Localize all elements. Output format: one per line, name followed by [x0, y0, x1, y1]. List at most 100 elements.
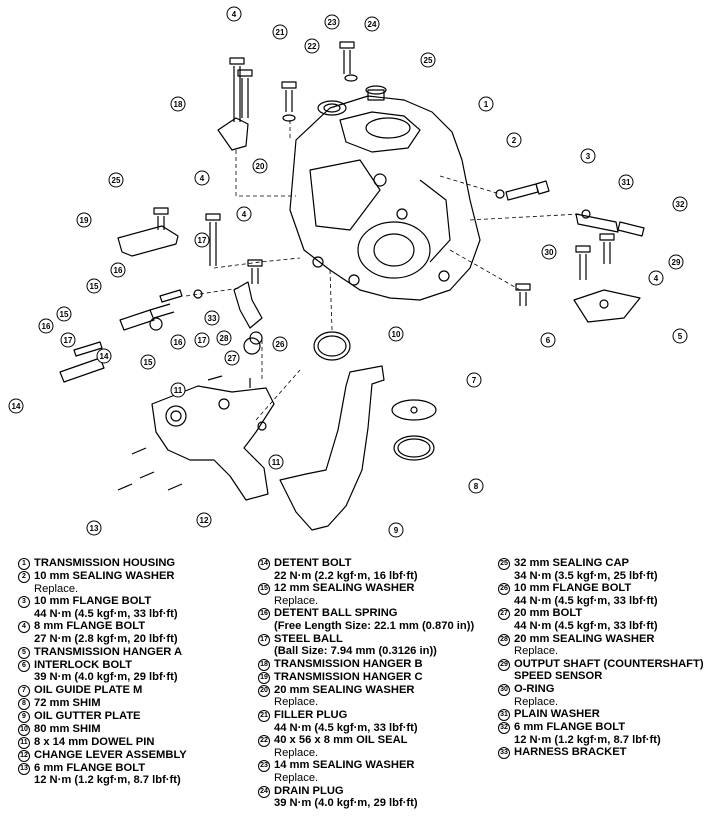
callout-number: 2: [512, 136, 517, 145]
shim-80mm: [313, 331, 351, 361]
callout-11: 11: [170, 382, 186, 398]
legend-item-number: 15: [258, 583, 270, 596]
callout-number: 1: [484, 100, 489, 109]
callout-4: 4: [194, 170, 210, 186]
legend-item-detail: Replace.: [34, 582, 79, 595]
legend-item-detail: SPEED SENSOR: [514, 670, 603, 683]
legend-item-name: 32 mm SEALING CAP: [514, 557, 630, 569]
legend-item-detail: 34 N·m (3.5 kgf·m, 25 lbf·ft): [514, 569, 658, 582]
legend-item-detail: 44 N·m (4.5 kgf·m, 33 lbf·ft): [274, 721, 418, 734]
callout-number: 32: [676, 200, 685, 209]
callout-number: 15: [144, 358, 153, 367]
legend-item-name: HARNESS BRACKET: [514, 746, 627, 759]
callout-number: 15: [90, 282, 99, 291]
legend-item-number: 8: [18, 697, 30, 710]
callout-number: 16: [42, 322, 51, 331]
callout-number: 14: [100, 352, 109, 361]
legend-item-name: TRANSMISSION HANGER B: [274, 657, 423, 670]
legend-item-name: DETENT BOLT: [274, 557, 352, 569]
callout-number: 28: [220, 334, 229, 343]
legend-item-name: OUTPUT SHAFT (COUNTERSHAFT): [514, 657, 704, 670]
legend-item-detail: 12 N·m (1.2 kgf·m, 8.7 lbf·ft): [514, 733, 661, 746]
legend-item-name: TRANSMISSION HANGER A: [34, 645, 183, 658]
callout-number: 6: [546, 336, 551, 345]
legend-item-number: 16: [258, 608, 270, 621]
callout-6: 6: [540, 332, 556, 348]
callout-4: 4: [236, 206, 252, 222]
oil-guide-plate: [391, 399, 437, 421]
legend-item-name: 12 mm SEALING WASHER: [274, 582, 415, 595]
legend-item-number: 12: [18, 749, 30, 762]
legend-item-detail: 44 N·m (4.5 kgf·m, 33 lbf·ft): [34, 607, 178, 620]
legend-item-number: 22: [258, 735, 270, 748]
legend-item-number: 23: [258, 760, 270, 773]
callout-16: 16: [110, 262, 126, 278]
callout-18: 18: [170, 96, 186, 112]
callout-24: 24: [364, 16, 380, 32]
callout-4: 4: [226, 6, 242, 22]
callout-number: 31: [622, 178, 631, 187]
legend-item-name: 8 x 14 mm DOWEL PIN: [34, 735, 155, 748]
legend-item-detail: Replace.: [514, 695, 559, 708]
legend-item-number: 33: [498, 747, 510, 760]
callout-number: 5: [678, 332, 683, 341]
legend-item-detail: Replace.: [274, 594, 319, 607]
legend-item-number: 21: [258, 709, 270, 722]
callout-number: 4: [232, 10, 237, 19]
callout-number: 26: [276, 340, 285, 349]
callout-number: 3: [586, 152, 591, 161]
legend-item-detail: 44 N·m (4.5 kgf·m, 33 lbf·ft): [514, 594, 658, 607]
shim-72mm: [393, 435, 435, 461]
legend-item-name: 6 mm FLANGE BOLT: [34, 761, 146, 774]
callout-number: 17: [64, 336, 73, 345]
callout-8: 8: [468, 478, 484, 494]
callout-number: 16: [174, 338, 183, 347]
legend-item-number: 20: [258, 684, 270, 697]
callout-number: 21: [276, 28, 285, 37]
callout-number: 4: [200, 174, 205, 183]
legend-item-name: O-RING: [514, 682, 555, 695]
callout-15: 15: [140, 354, 156, 370]
legend-item-number: 10: [18, 723, 30, 736]
legend-item-name: DRAIN PLUG: [274, 784, 344, 797]
callout-number: 8: [474, 482, 479, 491]
legend-item-number: 18: [258, 658, 270, 671]
legend-item-number: 13: [18, 762, 30, 775]
legend-item-name: OIL GUIDE PLATE M: [34, 683, 143, 696]
callout-26: 26: [272, 336, 288, 352]
legend-item-number: 9: [18, 710, 30, 723]
callout-number: 18: [174, 100, 183, 109]
transmission-hanger-a: [573, 289, 641, 323]
callout-2: 2: [506, 132, 522, 148]
legend-item-name: 20 mm SEALING WASHER: [514, 632, 655, 645]
callout-32: 32: [672, 196, 688, 212]
callout-15: 15: [56, 306, 72, 322]
legend-item-name: 80 mm SHIM: [34, 722, 101, 735]
callout-17: 17: [194, 332, 210, 348]
legend-item-name: 8 mm FLANGE BOLT: [34, 620, 146, 633]
callout-number: 11: [272, 458, 281, 467]
callout-number: 23: [328, 18, 337, 27]
callout-number: 30: [545, 248, 554, 257]
callout-29: 29: [668, 254, 684, 270]
legend-item-number: 2: [18, 571, 30, 583]
callout-number: 14: [12, 402, 21, 411]
callout-number: 9: [394, 526, 399, 535]
legend-item-detail: 22 N·m (2.2 kgf·m, 16 lbf·ft): [274, 569, 418, 582]
